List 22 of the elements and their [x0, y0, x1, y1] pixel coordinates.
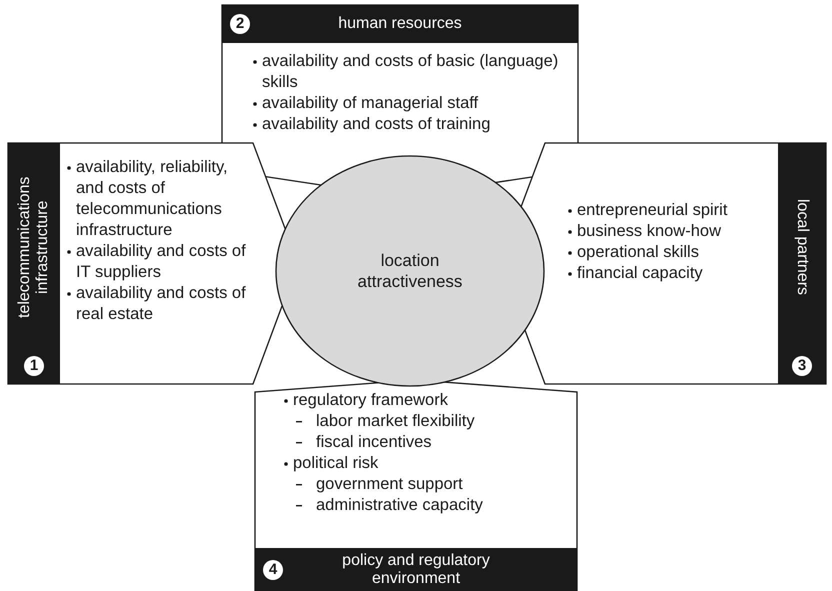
bullet-item: political risk — [293, 454, 378, 472]
bullet-item: entrepreneurial spirit — [577, 201, 728, 219]
panel-heading: local partners — [793, 198, 811, 298]
bullet-item: business know-how — [577, 222, 721, 240]
bullet-item: operational skills — [577, 243, 699, 261]
bullet-item: labor market flexibility — [316, 412, 475, 430]
bullet-item: availability of managerial staff — [262, 94, 478, 112]
bullet-item: regulatory framework — [293, 391, 448, 409]
panel-heading: telecommunications infrastructure — [16, 176, 52, 320]
bullet-item: fiscal incentives — [316, 433, 432, 451]
number-badge: 3 — [792, 356, 812, 376]
number-badge: 1 — [24, 356, 44, 376]
bullet-item: financial capacity — [577, 264, 703, 282]
number-badge: 4 — [263, 560, 283, 580]
center-label: location attractiveness — [356, 250, 464, 292]
bullet-item: administrative capacity — [316, 496, 483, 514]
bullet-item: government support — [316, 475, 463, 493]
bullet-item: availability and costs of training — [262, 115, 490, 133]
bullet-item: availability and costs of real estate — [76, 284, 246, 323]
panel-heading: human resources — [337, 15, 463, 33]
panel-heading: policy and regulatory environment — [341, 552, 491, 588]
number-badge: 2 — [230, 14, 250, 34]
